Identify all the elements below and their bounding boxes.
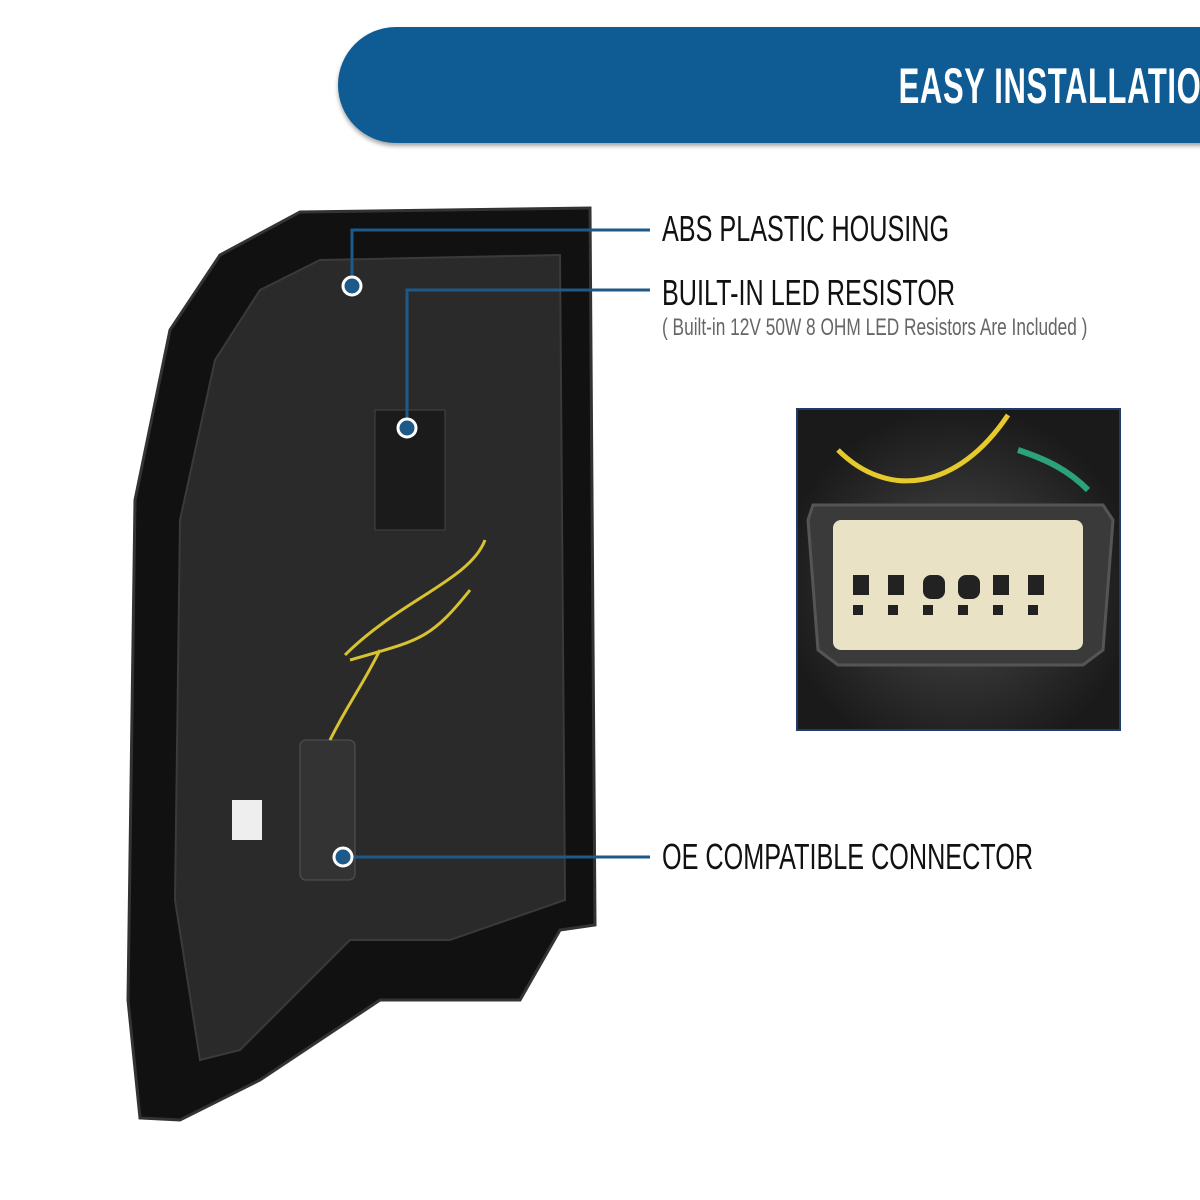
callout-dots xyxy=(332,275,418,868)
label-sticker xyxy=(232,800,262,840)
header-banner: EASY INSTALLATION xyxy=(338,27,1200,143)
housing-inner-panel xyxy=(173,253,567,1062)
connector-plug xyxy=(299,739,356,881)
leader-lines xyxy=(343,228,650,859)
callout-abs-housing: ABS PLASTIC HOUSING xyxy=(662,208,950,249)
connector-closeup-photo xyxy=(796,408,1121,731)
callout-led-resistor-note: ( Built-in 12V 50W 8 OHM LED Resistors A… xyxy=(662,314,1088,341)
wires xyxy=(328,539,487,741)
callout-led-resistor: BUILT-IN LED RESISTOR xyxy=(662,272,956,313)
callout-oe-connector: OE COMPATIBLE CONNECTOR xyxy=(662,836,1034,877)
banner-title: EASY INSTALLATION xyxy=(898,58,1200,114)
